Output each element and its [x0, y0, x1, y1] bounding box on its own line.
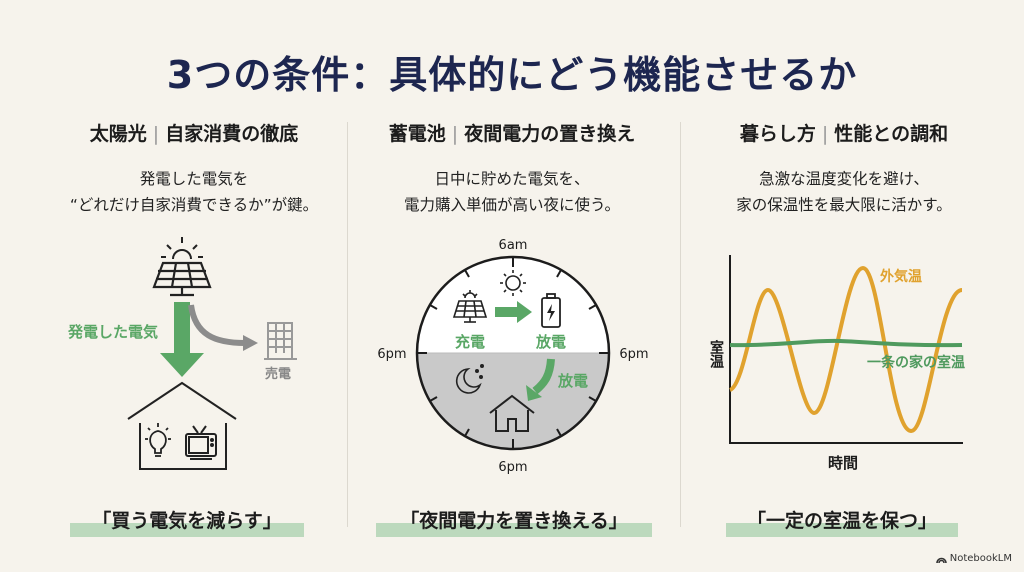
column-heading: 暮らし方|性能との調和: [684, 118, 1004, 150]
solar-panel-icon: [152, 261, 212, 297]
brand-watermark: NotebookLM: [935, 553, 1012, 564]
solar-diagram: 発電した電気 売電: [67, 237, 297, 470]
highlight-bar: [70, 523, 304, 537]
clock-label-left: 6pm: [377, 347, 406, 362]
column-divider-2: [680, 122, 681, 527]
indoor-temp-label: 一条の家の室温: [867, 354, 965, 371]
heading-right: 自家消費の徹底: [165, 123, 299, 145]
column-divider-1: [347, 122, 348, 527]
heading-left: 蓄電池: [388, 123, 446, 145]
clock-label-bottom: 6pm: [498, 460, 527, 475]
desc-line: 日中に貯めた電気を、: [434, 170, 590, 188]
desc-line: 発電した電気を: [139, 170, 249, 188]
outside-temp-line: [728, 265, 963, 434]
battery-icon: [541, 293, 561, 328]
heading-left: 暮らし方: [739, 123, 816, 145]
clock-ticks: [417, 257, 609, 449]
keyphrase-lifestyle: 「一定の室温を保つ」: [726, 506, 958, 537]
charge-label: 充電: [455, 333, 485, 351]
tv-icon: [185, 425, 217, 460]
keyphrase-text: 「夜間電力を置き換える」: [400, 510, 628, 532]
outside-temp-label: 外気温: [880, 268, 922, 285]
arrow-label: 発電した電気: [67, 323, 158, 341]
green-down-arrow: [160, 302, 204, 377]
keyphrase-text: 「一定の室温を保つ」: [746, 510, 937, 532]
desc-line: 電力購入単価が高い夜に使う。: [403, 196, 621, 214]
clock-label-top: 6am: [499, 238, 528, 253]
building-icon: [264, 322, 297, 360]
sun-icon: [500, 270, 526, 296]
moon-stars-icon: [455, 364, 485, 394]
solar-panel-icon: [452, 290, 488, 323]
night-discharge-label: 放電: [557, 372, 588, 390]
keyphrase-text: 「買う電気を減らす」: [92, 510, 282, 532]
heading-separator: |: [821, 123, 829, 145]
x-axis-label: 時間: [828, 454, 858, 472]
heading-left: 太陽光: [89, 123, 147, 145]
column-battery: 蓄電池|夜間電力の置き換え 日中に貯めた電気を、 電力購入単価が高い夜に使う。: [352, 118, 672, 218]
discharge-night-arrow: [526, 358, 555, 401]
house-icon: [127, 381, 237, 470]
column-heading: 蓄電池|夜間電力の置き換え: [352, 118, 672, 150]
temperature-chart: 外気温 一条の家の室温 室温 時間: [708, 255, 965, 472]
sell-label: 売電: [265, 366, 291, 382]
column-heading: 太陽光|自家消費の徹底: [34, 118, 354, 150]
y-axis-label: 室温: [708, 339, 724, 368]
discharge-label: 放電: [535, 333, 566, 351]
column-description: 急激な温度変化を避け、 家の保温性を最大限に活かす。: [684, 166, 1004, 218]
column-description: 発電した電気を “どれだけ自家消費できるか”が鍵。: [34, 166, 354, 218]
clock-label-right: 6pm: [619, 347, 648, 362]
indoor-temp-line: [729, 338, 963, 348]
desc-line: 家の保温性を最大限に活かす。: [736, 196, 952, 214]
light-bulb-icon: [145, 423, 171, 457]
notebooklm-logo-icon: [935, 557, 947, 563]
battery-clock-diagram: 6am 6pm 6pm 6pm 充電 放電: [377, 238, 648, 475]
charge-arrow: [495, 301, 532, 323]
heading-separator: |: [451, 123, 459, 145]
keyphrase-solar: 「買う電気を減らす」: [70, 506, 304, 537]
heading-right: 性能との調和: [834, 123, 949, 145]
highlight-bar: [726, 523, 958, 537]
column-solar: 太陽光|自家消費の徹底 発電した電気を “どれだけ自家消費できるか”が鍵。: [34, 118, 354, 218]
column-description: 日中に貯めた電気を、 電力購入単価が高い夜に使う。: [352, 166, 672, 218]
heading-separator: |: [152, 123, 160, 145]
chart-axes: [729, 255, 963, 444]
house-icon: [489, 394, 535, 432]
heading-right: 夜間電力の置き換え: [464, 123, 636, 145]
sun-icon: [161, 237, 203, 260]
sell-arrow: [188, 304, 258, 351]
page-title: 3つの条件：具体的にどう機能させるか: [166, 53, 858, 97]
desc-line: “どれだけ自家消費できるか”が鍵。: [69, 196, 319, 214]
highlight-bar: [376, 523, 652, 537]
desc-line: 急激な温度変化を避け、: [759, 170, 929, 188]
brand-text: NotebookLM: [949, 553, 1012, 564]
column-lifestyle: 暮らし方|性能との調和 急激な温度変化を避け、 家の保温性を最大限に活かす。: [684, 118, 1004, 218]
keyphrase-battery: 「夜間電力を置き換える」: [376, 506, 652, 537]
